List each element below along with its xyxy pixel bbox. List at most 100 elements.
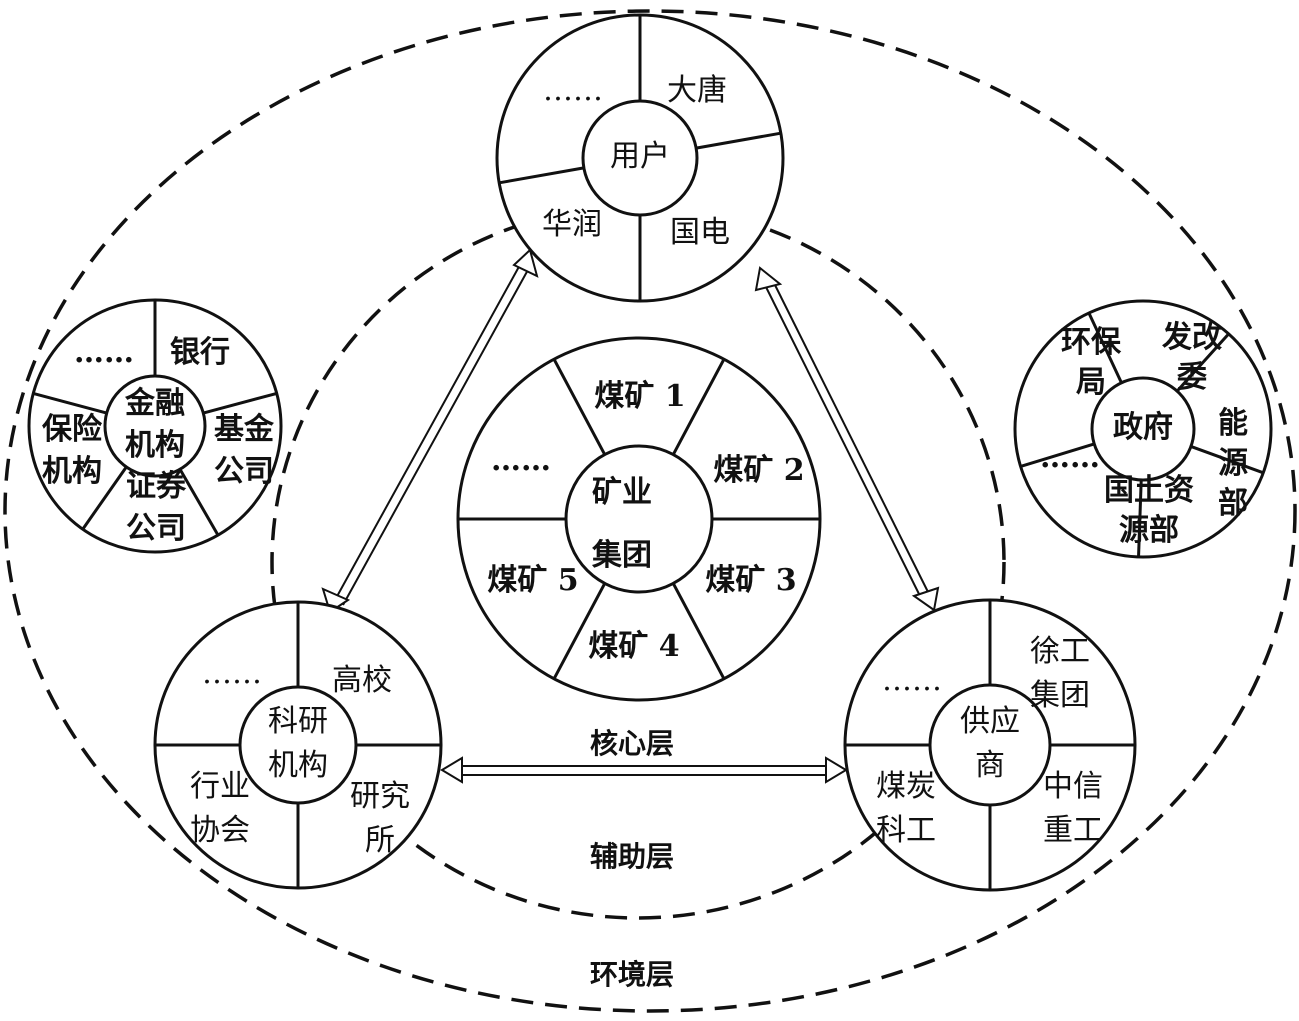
government-segment-divider (1087, 312, 1123, 384)
mining-segment-label-line: 煤矿 5 (487, 563, 578, 598)
users-inner-circle (581, 99, 699, 217)
users-segment-divider (498, 166, 585, 185)
finance-segment-label-line: 银行 (170, 335, 230, 370)
suppliers-center-label-line: 商 (975, 748, 1005, 783)
finance-segment-label-line: 基金 (214, 412, 275, 447)
finance-center-label: 金融机构 (124, 386, 185, 463)
research-segment-label: 研究所 (350, 779, 410, 858)
finance-segment-label: 基金公司 (214, 412, 275, 489)
government-inner-circle (1090, 376, 1196, 482)
arrow-users-suppliers (754, 266, 940, 612)
research-center-label: 科研机构 (268, 704, 328, 783)
mining-segment-label: 煤矿 2 (713, 453, 804, 488)
users-segment-divider (695, 131, 782, 150)
mining-segment-label-line: 煤矿 3 (705, 563, 796, 598)
research-inner-circle (238, 685, 358, 805)
mining-segment-divider (671, 582, 726, 680)
finance-segment-divider (32, 391, 108, 415)
research-segment-label-line: 研究 (350, 779, 410, 814)
government-segment-label: …… (1040, 440, 1100, 475)
government-segment-label-line: 发改 (1161, 320, 1222, 355)
environment-layer-label: 环境层 (590, 958, 674, 991)
government-segment-label: 环保局 (1061, 325, 1122, 400)
suppliers-inner-circle (928, 683, 1052, 807)
government-segment-label-line: 局 (1076, 365, 1106, 400)
mining-segment-label-line: 煤矿 2 (713, 453, 804, 488)
mining-center-label: 矿业 (592, 475, 652, 510)
government-segment-divider (1176, 332, 1230, 393)
users-segment-label-line: 华润 (542, 207, 602, 242)
research-center-label-line: 机构 (268, 748, 328, 783)
suppliers-segment-label: …… (882, 663, 942, 698)
mining-segment-label: 煤矿 5 (487, 563, 578, 598)
government-group: 政府环保局发改委能源部国土资源部…… (1013, 299, 1273, 559)
mining-center-label: 集团 (591, 538, 652, 573)
government-segment-label-line: 国土资 (1104, 473, 1194, 508)
mining-segment-label: 煤矿 1 (594, 379, 685, 414)
suppliers-segment-label-line: 中信 (1043, 769, 1103, 804)
mining-segment-label: 煤矿 4 (588, 629, 679, 664)
mining-segment-label: 煤矿 3 (705, 563, 796, 598)
suppliers-segment-label-line: 徐工 (1030, 634, 1090, 669)
government-segment-label-line: 源部 (1119, 513, 1179, 548)
users-segment-label: 国电 (670, 215, 730, 250)
finance-segment-divider (81, 466, 128, 531)
finance-center-label-line: 机构 (125, 428, 185, 463)
finance-segment-label: 银行 (170, 335, 230, 370)
arrow-users-research (321, 248, 539, 614)
mining-segment-divider (671, 358, 726, 456)
government-segment-label-line: 环保 (1061, 325, 1122, 360)
suppliers-segment-label: 徐工集团 (1030, 634, 1090, 713)
suppliers-segment-label-line: 煤炭 (876, 769, 936, 804)
users-segment-label-line: 国电 (670, 215, 730, 250)
mining-segment-divider (552, 358, 607, 456)
research-segment-label-line: 协会 (190, 813, 250, 848)
finance-segment-label: 保险机构 (42, 412, 103, 489)
government-segment-label-line: 能 (1218, 406, 1248, 441)
users-center-label: 用户 (610, 139, 670, 174)
research-center-label-line: 科研 (268, 704, 328, 739)
research-segment-label: …… (202, 656, 262, 691)
finance-segment-label: 证券公司 (126, 469, 187, 546)
finance-segment-label-line: 机构 (42, 454, 102, 489)
finance-segment-label-line: 公司 (126, 511, 186, 546)
government-segment-label: 能源部 (1218, 406, 1248, 521)
research-segment-label-line: …… (202, 656, 262, 691)
finance-segment-label-line: 公司 (214, 454, 274, 489)
suppliers-segment-label-line: 重工 (1043, 813, 1103, 848)
research-segment-label-line: 所 (365, 823, 395, 858)
users-center-label-line: 用户 (610, 139, 670, 174)
government-center-label-line: 政府 (1113, 410, 1173, 445)
finance-segment-divider (178, 468, 220, 536)
government-center-label: 政府 (1113, 410, 1173, 445)
suppliers-segment-label: 煤炭科工 (876, 769, 936, 848)
mining-segment-label-line: …… (491, 443, 551, 478)
finance-segment-divider (202, 391, 278, 415)
core-layer-label: 核心层 (590, 727, 674, 760)
suppliers-center-label-line: 供应 (960, 704, 1020, 739)
users-segment-label: 华润 (542, 207, 602, 242)
suppliers-center-label: 供应商 (960, 704, 1020, 783)
auxiliary-layer-label: 辅助层 (590, 840, 674, 873)
mining-segment-label-line: 煤矿 4 (588, 629, 679, 664)
mining-segment-label-line: 煤矿 1 (594, 379, 685, 414)
mining-segment-label: …… (491, 443, 551, 478)
mining-center-label-line: 集团 (591, 538, 652, 573)
suppliers-segment-label: 中信重工 (1043, 769, 1103, 848)
suppliers-segment-label-line: …… (882, 663, 942, 698)
government-segment-label-line: 部 (1218, 486, 1248, 521)
mining-segment-divider (552, 582, 607, 680)
finance-center-label-line: 金融 (124, 386, 185, 421)
finance-inner-circle (103, 374, 207, 478)
government-segment-label-line: 源 (1218, 446, 1248, 481)
research-segment-label-line: 行业 (190, 769, 250, 804)
users-segment-label-line: 大唐 (667, 73, 727, 108)
research-segment-label: 行业协会 (190, 769, 250, 848)
arrow-research-suppliers (440, 756, 848, 784)
